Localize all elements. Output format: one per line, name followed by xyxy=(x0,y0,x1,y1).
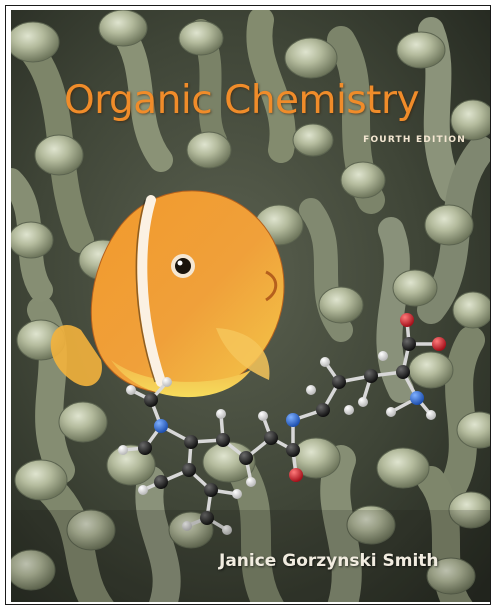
book-author: Janice Gorzynski Smith xyxy=(219,551,439,571)
cover-photo xyxy=(11,10,490,602)
book-title: Organic Chemistry xyxy=(64,78,420,123)
anemone-tips xyxy=(11,10,490,595)
clownfish xyxy=(50,190,285,398)
book-edition: FOURTH EDITION xyxy=(363,135,466,145)
book-cover: Organic Chemistry FOURTH EDITION Janice … xyxy=(11,10,490,602)
molecule-model xyxy=(118,313,446,535)
